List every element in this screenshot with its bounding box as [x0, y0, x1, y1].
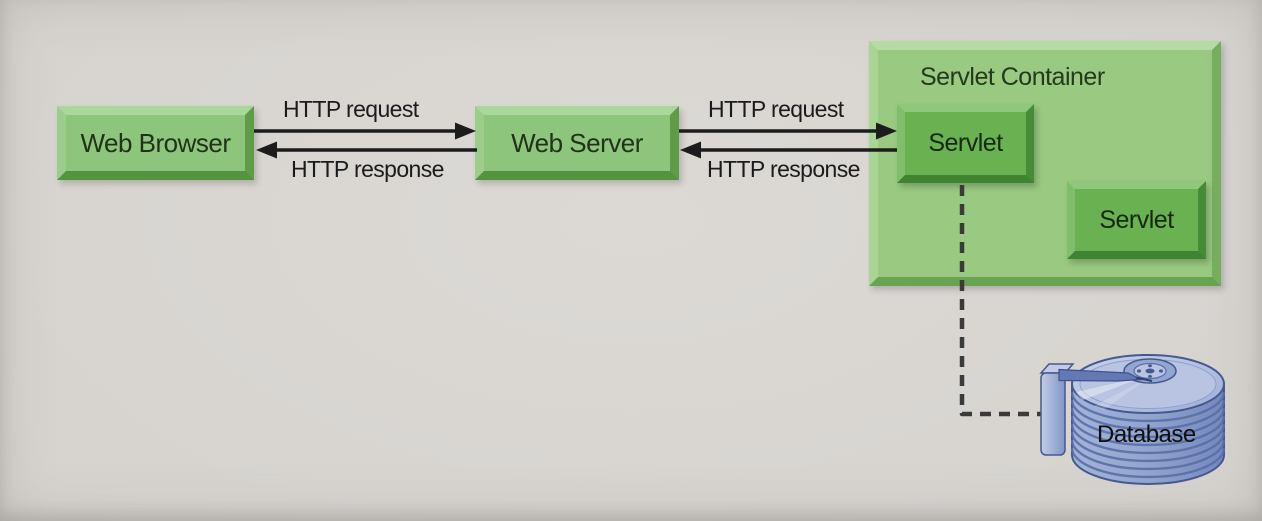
browser-server-request-label: HTTP request	[283, 96, 419, 122]
browser-server-request-arrow	[254, 122, 476, 140]
web-browser-node: Web Browser	[57, 106, 254, 180]
server-servlet-request-arrow	[679, 122, 897, 140]
web-server-node: Web Server	[475, 106, 679, 180]
server-servlet-request-label: HTTP request	[708, 96, 844, 122]
servlet-1-node: Servlet	[897, 104, 1034, 183]
servlet-1-label: Servlet	[928, 129, 1003, 157]
arrowhead-left-icon	[680, 141, 701, 159]
servlet-2-node: Servlet	[1067, 181, 1206, 259]
arrowhead-right-icon	[455, 122, 476, 140]
web-server-label: Web Server	[511, 127, 643, 158]
server-browser-response-label: HTTP response	[291, 156, 444, 182]
servlet-container-label: Servlet Container	[920, 63, 1105, 91]
arrowhead-left-icon	[256, 141, 277, 159]
database-label: Database	[1097, 421, 1196, 448]
servlet-server-response-label: HTTP response	[707, 156, 860, 182]
servlet-2-label: Servlet	[1099, 205, 1174, 234]
web-browser-label: Web Browser	[80, 127, 231, 158]
database-icon	[1039, 354, 1226, 485]
